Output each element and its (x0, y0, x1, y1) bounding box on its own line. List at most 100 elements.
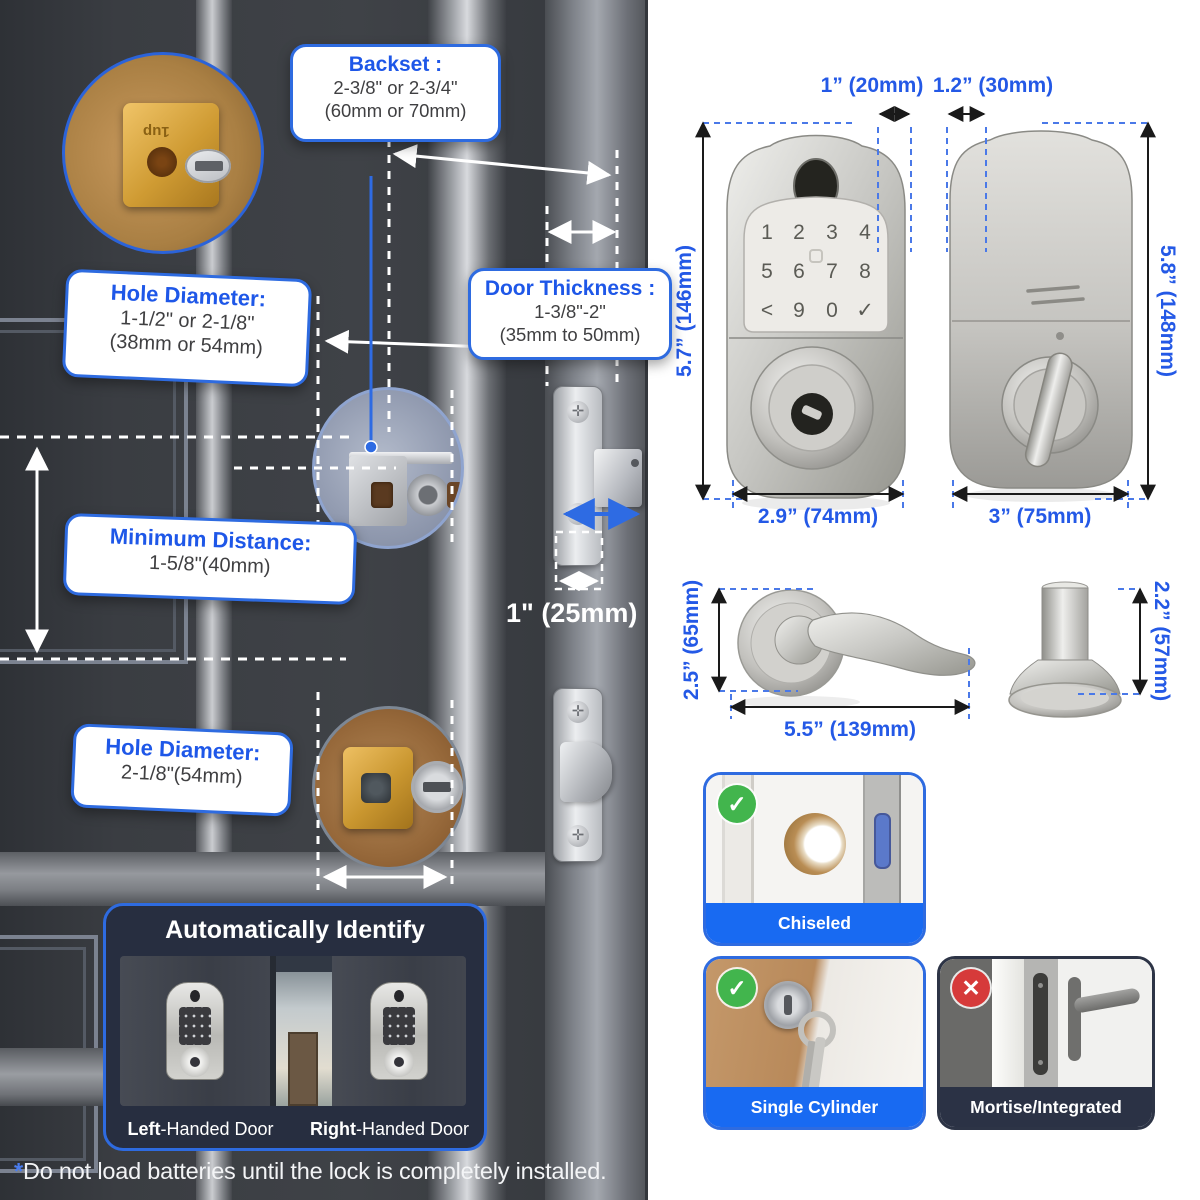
latch-hole (371, 482, 393, 508)
mini-keypad (179, 1007, 211, 1045)
callout-backset: Backset : 2-3/8" or 2-3/4" (60mm or 70mm… (290, 44, 501, 142)
lever-handle (737, 589, 976, 708)
mounting-post (1008, 581, 1122, 718)
front-lock-body (726, 134, 906, 499)
battery-cover-grip (1026, 285, 1080, 293)
card-mortise: ✕ Mortise/Integrated (937, 956, 1155, 1130)
keypad-panel (743, 196, 889, 333)
dim-front-top: 1” (20mm) (821, 74, 924, 97)
mini-lock (166, 982, 224, 1080)
door-rail-beam (0, 1048, 105, 1106)
back-lock-body (949, 130, 1133, 489)
mini-cylinder (180, 1047, 210, 1077)
thumbturn-base (1001, 356, 1099, 454)
callout-door-thickness: Door Thickness : 1-3/8"-2" (35mm to 50mm… (468, 268, 672, 360)
brand-logo-mark (809, 249, 823, 263)
left-handed-label: Left-Handed Door (127, 1119, 274, 1139)
dim-back-top: 1.2” (30mm) (933, 74, 1053, 97)
svg-text:0: 0 (826, 299, 838, 322)
screw-icon: ✛ (567, 701, 589, 723)
auto-identify-photos (120, 956, 466, 1106)
fingerprint-sensor (793, 158, 839, 214)
brand-logo-mark-back (1056, 332, 1064, 340)
mini-lock (370, 982, 428, 1080)
hanging-keys (798, 1011, 836, 1049)
right-handed-door-photo (332, 956, 466, 1106)
svg-text:3: 3 (826, 221, 838, 244)
post-base (1008, 682, 1122, 718)
dim-front-height: 5.7” (146mm) (673, 245, 696, 377)
callout-hole-diameter-top: Hole Diameter: 1-1/2" or 2-1/8" (38mm or… (61, 268, 313, 388)
svg-text:5: 5 (761, 260, 773, 283)
single-cylinder-photo: ✓ (706, 959, 923, 1087)
dimension-arrows (695, 106, 1156, 715)
latch-hole (361, 773, 391, 803)
latch-ring (407, 474, 449, 516)
callout-title: Door Thickness : (484, 277, 656, 300)
dim-front-width: 2.9” (74mm) (758, 505, 878, 528)
card-label: Single Cylinder (706, 1087, 923, 1127)
keypad-keys: 1 2 3 4 5 6 7 8 < 9 0 ✓ (761, 221, 874, 322)
svg-text:1: 1 (761, 221, 773, 244)
chiseled-photo: ✓ (706, 775, 923, 903)
back-lock-unit (949, 130, 1133, 502)
auto-identify-panel: Automatically Identify Left-Handed Door (103, 903, 487, 1151)
chiseled-bore-hole (784, 813, 846, 875)
svg-text:2: 2 (793, 221, 805, 244)
screw-icon: ✛ (567, 825, 589, 847)
hallway-doorway (270, 956, 344, 1106)
door-rail-beam (0, 852, 548, 906)
check-icon: ✓ (718, 969, 756, 1007)
svg-text:4: 4 (859, 221, 871, 244)
fingerprint-sensor (190, 990, 200, 1002)
latch-cylinder (411, 761, 463, 813)
latch-marker (874, 813, 891, 869)
right-handed-label: Right-Handed Door (309, 1119, 470, 1139)
keyhole (791, 393, 833, 435)
lever-rose (737, 589, 845, 697)
svg-text:9: 9 (793, 299, 805, 322)
post-stem (1041, 587, 1089, 665)
card-label: Chiseled (706, 903, 923, 943)
svg-text:7: 7 (826, 260, 838, 283)
card-label: Mortise/Integrated (940, 1087, 1152, 1127)
light-gap (992, 959, 1024, 1087)
latch-closeup-circle: 1up (62, 52, 264, 254)
mortise-photo: ✕ (940, 959, 1152, 1087)
front-lock-unit: 1 2 3 4 5 6 7 8 < 9 0 ✓ (726, 134, 906, 510)
footnote-asterisk: * (14, 1158, 23, 1184)
left-handed-door-photo (120, 956, 270, 1106)
latch-stamp: 1up (143, 123, 170, 140)
cross-icon: ✕ (952, 969, 990, 1007)
dim-lever-length: 5.5” (139mm) (784, 718, 916, 741)
key-cylinder (750, 346, 874, 470)
handle-backplate (1068, 977, 1081, 1061)
door-edge (545, 0, 645, 1200)
gold-latch-case (343, 747, 413, 829)
bolt-slot (195, 161, 223, 171)
latch-hole (147, 147, 177, 177)
svg-text:6: 6 (793, 260, 805, 283)
bore-hole-circle (312, 706, 466, 870)
callout-minimum-distance: Minimum Distance: 1-5/8"(40mm) (62, 512, 358, 606)
svg-text:✓: ✓ (856, 299, 874, 322)
thumbturn-lever (1024, 352, 1073, 468)
svg-text:8: 8 (859, 260, 871, 283)
dim-back-width: 3” (75mm) (989, 505, 1092, 528)
callout-title: Backset : (348, 53, 443, 76)
lever-arm (807, 612, 976, 676)
mini-cylinder (384, 1047, 414, 1077)
screw-icon: ✛ (567, 503, 589, 525)
dim-back-height: 5.8” (148mm) (1156, 245, 1179, 377)
deadbolt-bolt (594, 449, 642, 507)
battery-footnote: *Do not load batteries until the lock is… (14, 1158, 607, 1184)
check-icon: ✓ (718, 785, 756, 823)
mortise-plate (1033, 973, 1048, 1075)
auto-identify-title: Automatically Identify (165, 916, 425, 944)
dim-lever-height: 2.5” (65mm) (680, 580, 703, 700)
gold-latch-plate: 1up (123, 103, 231, 207)
card-chiseled: ✓ Chiseled (703, 772, 926, 946)
screw-icon: ✛ (567, 401, 589, 423)
svg-text:<: < (761, 299, 773, 322)
